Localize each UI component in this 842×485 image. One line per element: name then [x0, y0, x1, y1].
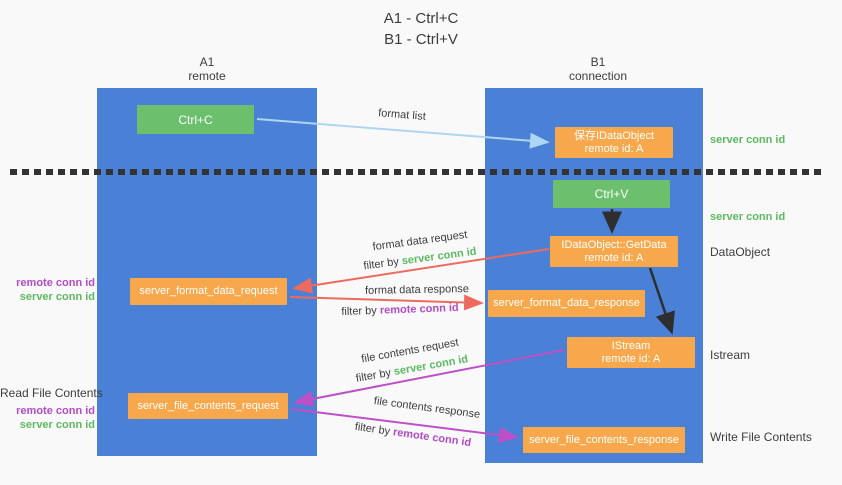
diagram-title: A1 - Ctrl+C B1 - Ctrl+V	[321, 8, 521, 50]
node-save-idataobject-line1: 保存IDataObject	[573, 129, 655, 142]
node-save-idataobject: 保存IDataObject remote id: A	[555, 127, 673, 158]
node-server-file-contents-response: server_file_contents_response	[523, 427, 685, 453]
dataobject-label: DataObject	[710, 245, 771, 259]
server-conn-id-label: server conn id	[710, 211, 786, 223]
format-data-response-label: format data response	[364, 283, 470, 297]
format-list-arrow	[256, 118, 550, 149]
istream-label: Istream	[710, 348, 751, 362]
node-idataobject-getdata: IDataObject::GetData remote id: A	[550, 236, 678, 267]
diagram-title-line1: A1 - Ctrl+C	[383, 10, 459, 27]
server-conn-id-label: server conn id	[710, 134, 786, 146]
format-data-response-arrow	[289, 294, 484, 311]
node-server-file-contents-request: server_file_contents_request	[128, 393, 288, 419]
node-file-response-label: server_file_contents_response	[529, 433, 679, 446]
write-file-contents-label: Write File Contents	[710, 430, 812, 444]
node-server-format-data-response: server_format_data_response	[488, 290, 645, 317]
node-ctrl-v-label: Ctrl+V	[594, 187, 629, 201]
remote-conn-id-label: remote conn id	[16, 405, 95, 417]
read-file-contents-label: Read File Contents	[0, 386, 103, 400]
node-file-request-label: server_file_contents_request	[137, 399, 279, 412]
filter-prefix: filter by	[341, 304, 381, 319]
diagram-title-line2: B1 - Ctrl+V	[384, 31, 458, 48]
node-getdata-line1: IDataObject::GetData	[561, 238, 667, 251]
server-conn-id-label: server conn id	[19, 419, 95, 431]
node-format-request-label: server_format_data_request	[139, 285, 278, 297]
node-istream: IStream remote id: A	[567, 337, 695, 368]
file-contents-response-arrow	[290, 408, 519, 443]
server-conn-id-label: server conn id	[19, 291, 95, 303]
node-istream-line2: remote id: A	[601, 352, 661, 365]
column-b1-name: B1	[590, 55, 606, 69]
format-data-request-arrow	[292, 248, 550, 294]
remote-conn-id-label: remote conn id	[16, 277, 95, 289]
column-header-b1: B1 connection	[528, 55, 668, 83]
node-ctrl-v: Ctrl+V	[553, 180, 670, 208]
node-istream-line1: IStream	[611, 339, 651, 352]
column-a1-subtitle: remote	[188, 69, 226, 83]
node-ctrl-c-label: Ctrl+C	[178, 112, 213, 127]
column-header-a1: A1 remote	[137, 55, 277, 83]
node-save-idataobject-line2: remote id: A	[584, 142, 644, 155]
getdata-to-istream-arrow	[648, 267, 675, 335]
node-server-format-data-request: server_format_data_request	[130, 278, 287, 305]
node-getdata-line2: remote id: A	[584, 251, 644, 264]
file-contents-request-arrow	[293, 349, 565, 407]
node-ctrl-c: Ctrl+C	[137, 105, 254, 134]
column-a1-name: A1	[199, 55, 215, 69]
node-format-response-label: server_format_data_response	[493, 297, 640, 309]
column-b1-subtitle: connection	[568, 69, 628, 83]
